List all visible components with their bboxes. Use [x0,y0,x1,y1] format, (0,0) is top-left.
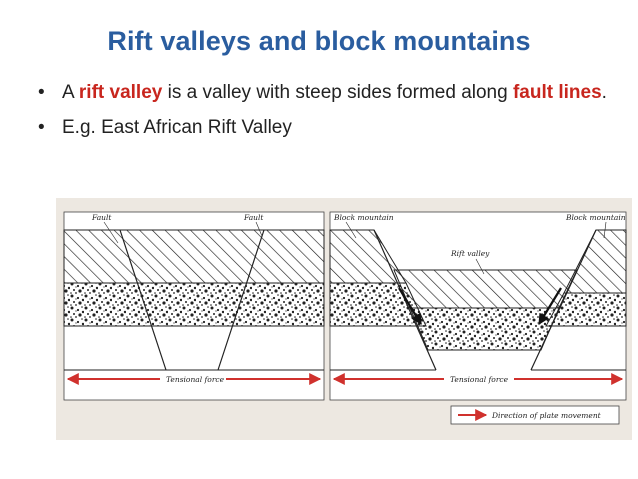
rift-valley-diagram: Fault Fault Tensional force Block mounta… [56,198,632,440]
fault-label-right: Fault [243,213,264,222]
rift-valley-hatched [393,269,578,309]
fault-pointer-right [255,221,263,237]
block-mountain-label-left: Block mountain [333,213,394,222]
left-fault-line-1 [119,229,167,371]
left-panel: Fault Fault Tensional force [63,211,325,401]
block-mountain-label-right: Block mountain [565,213,626,222]
rift-valley-dotted [409,307,560,351]
left-force-label: Tensional force [166,375,225,384]
legend-label: Direction of plate movement [491,411,602,420]
bullet-definition: A rift valley is a valley with steep sid… [34,80,624,105]
right-fault-line-left [373,229,437,371]
fault-lines-term: fault lines [512,82,602,103]
down-arrow-left [398,287,422,325]
left-dotted-layer [63,282,325,327]
slide-title: Rift valleys and block mountains [107,26,531,56]
legend-box [450,405,620,425]
fault-pointer-left [103,221,119,244]
rift-valley-pointer [475,258,485,275]
block-pointer-left [345,221,357,239]
down-arrow-right [538,287,562,325]
fault-label-left: Fault [91,213,112,222]
rift-valley-label: Rift valley [450,249,490,258]
legend: Direction of plate movement [450,405,620,425]
bullet-list: A rift valley is a valley with steep sid… [34,80,624,150]
block-pointer-right [603,221,607,239]
left-hatched-layer [63,229,325,284]
rift-valley-term: rift valley [78,82,163,103]
left-fault-line-2 [217,229,265,371]
right-fault-line-right [530,229,597,371]
bullet-example: E.g. East African Rift Valley [34,115,624,140]
right-force-label: Tensional force [450,375,509,384]
right-panel: Block mountain Block mountain Rift valle… [329,211,627,401]
